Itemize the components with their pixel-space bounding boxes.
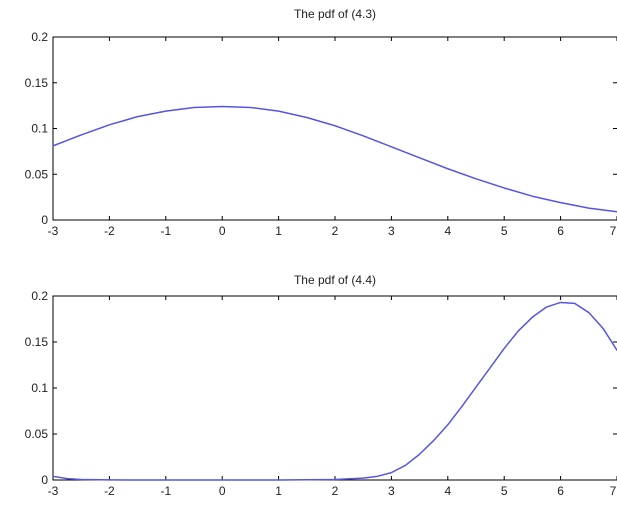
subplot-bottom-y-tick-label: 0.2 — [31, 289, 48, 303]
subplot-top-x-tick-label: 6 — [557, 224, 564, 238]
subplot-bottom-x-tick-label: 2 — [332, 484, 339, 498]
subplot-bottom-x-tick-label: 0 — [219, 484, 226, 498]
subplot-top-x-tick-label: 7 — [610, 224, 617, 238]
subplot-top-x-tick-label: 4 — [444, 224, 451, 238]
subplot-top-y-tick-label: 0.2 — [31, 30, 48, 44]
subplot-bottom-title: The pdf of (4.4) — [294, 273, 376, 287]
subplot-bottom-x-tick-label: -2 — [104, 484, 115, 498]
subplot-top-x-tick-label: -2 — [104, 224, 115, 238]
subplot-top-x-tick-label: 2 — [332, 224, 339, 238]
subplot-bottom-x-tick-label: 1 — [275, 484, 282, 498]
subplot-bottom-x-tick-label: 6 — [557, 484, 564, 498]
subplot-top-y-tick-label: 0.15 — [25, 76, 49, 90]
subplot-bottom-x-tick-label: 7 — [610, 484, 617, 498]
subplot-top-series — [52, 105, 617, 213]
subplot-top-x-tick-label: 0 — [219, 224, 226, 238]
subplot-bottom-x-tick-label: 4 — [444, 484, 451, 498]
subplot-top-series-line — [52, 105, 617, 213]
subplot-bottom-x-tick-label: -3 — [48, 484, 59, 498]
subplot-bottom-y-tick-label: 0.1 — [31, 381, 48, 395]
subplot-top-x-tick-label: 5 — [501, 224, 508, 238]
subplot-top-y-tick-label: 0.05 — [25, 167, 49, 181]
subplot-top-x-tick-label: 1 — [275, 224, 282, 238]
subplot-bottom-y-tick-label: 0.15 — [25, 335, 49, 349]
subplot-top-x-tick-label: -3 — [48, 224, 59, 238]
subplot-top-x-tick-label: -1 — [160, 224, 171, 238]
subplot-top-y-tick-label: 0 — [41, 213, 48, 227]
subplot-bottom-y-tick-label: 0 — [41, 473, 48, 487]
subplot-top-x-tick-label: 3 — [388, 224, 395, 238]
subplot-top-y-tick-label: 0.1 — [31, 122, 48, 136]
subplot-bottom-y-tick-label: 0.05 — [25, 427, 49, 441]
subplot-bottom-x-tick-label: 5 — [501, 484, 508, 498]
subplot-top: The pdf of (4.3) -3 -2 -1 0 1 2 3 4 5 6 7 0 0.05 0.1 0… — [25, 7, 617, 238]
subplot-bottom-x-tick-label: 3 — [388, 484, 395, 498]
subplot-bottom-series — [52, 301, 617, 481]
subplot-bottom-x-tick-label: -1 — [160, 484, 171, 498]
subplot-top-axes: -3 -2 -1 0 1 2 3 4 5 6 7 0 0.05 0.1 0.15 0.2 — [25, 30, 617, 238]
subplot-bottom: The pdf of (4.4) -3 -2 -1 0 1 2 3 4 5 6 7 0 0.05 0.1 0… — [25, 273, 617, 498]
subplot-top-title: The pdf of (4.3) — [294, 7, 376, 21]
subplot-bottom-series-line — [52, 301, 617, 481]
